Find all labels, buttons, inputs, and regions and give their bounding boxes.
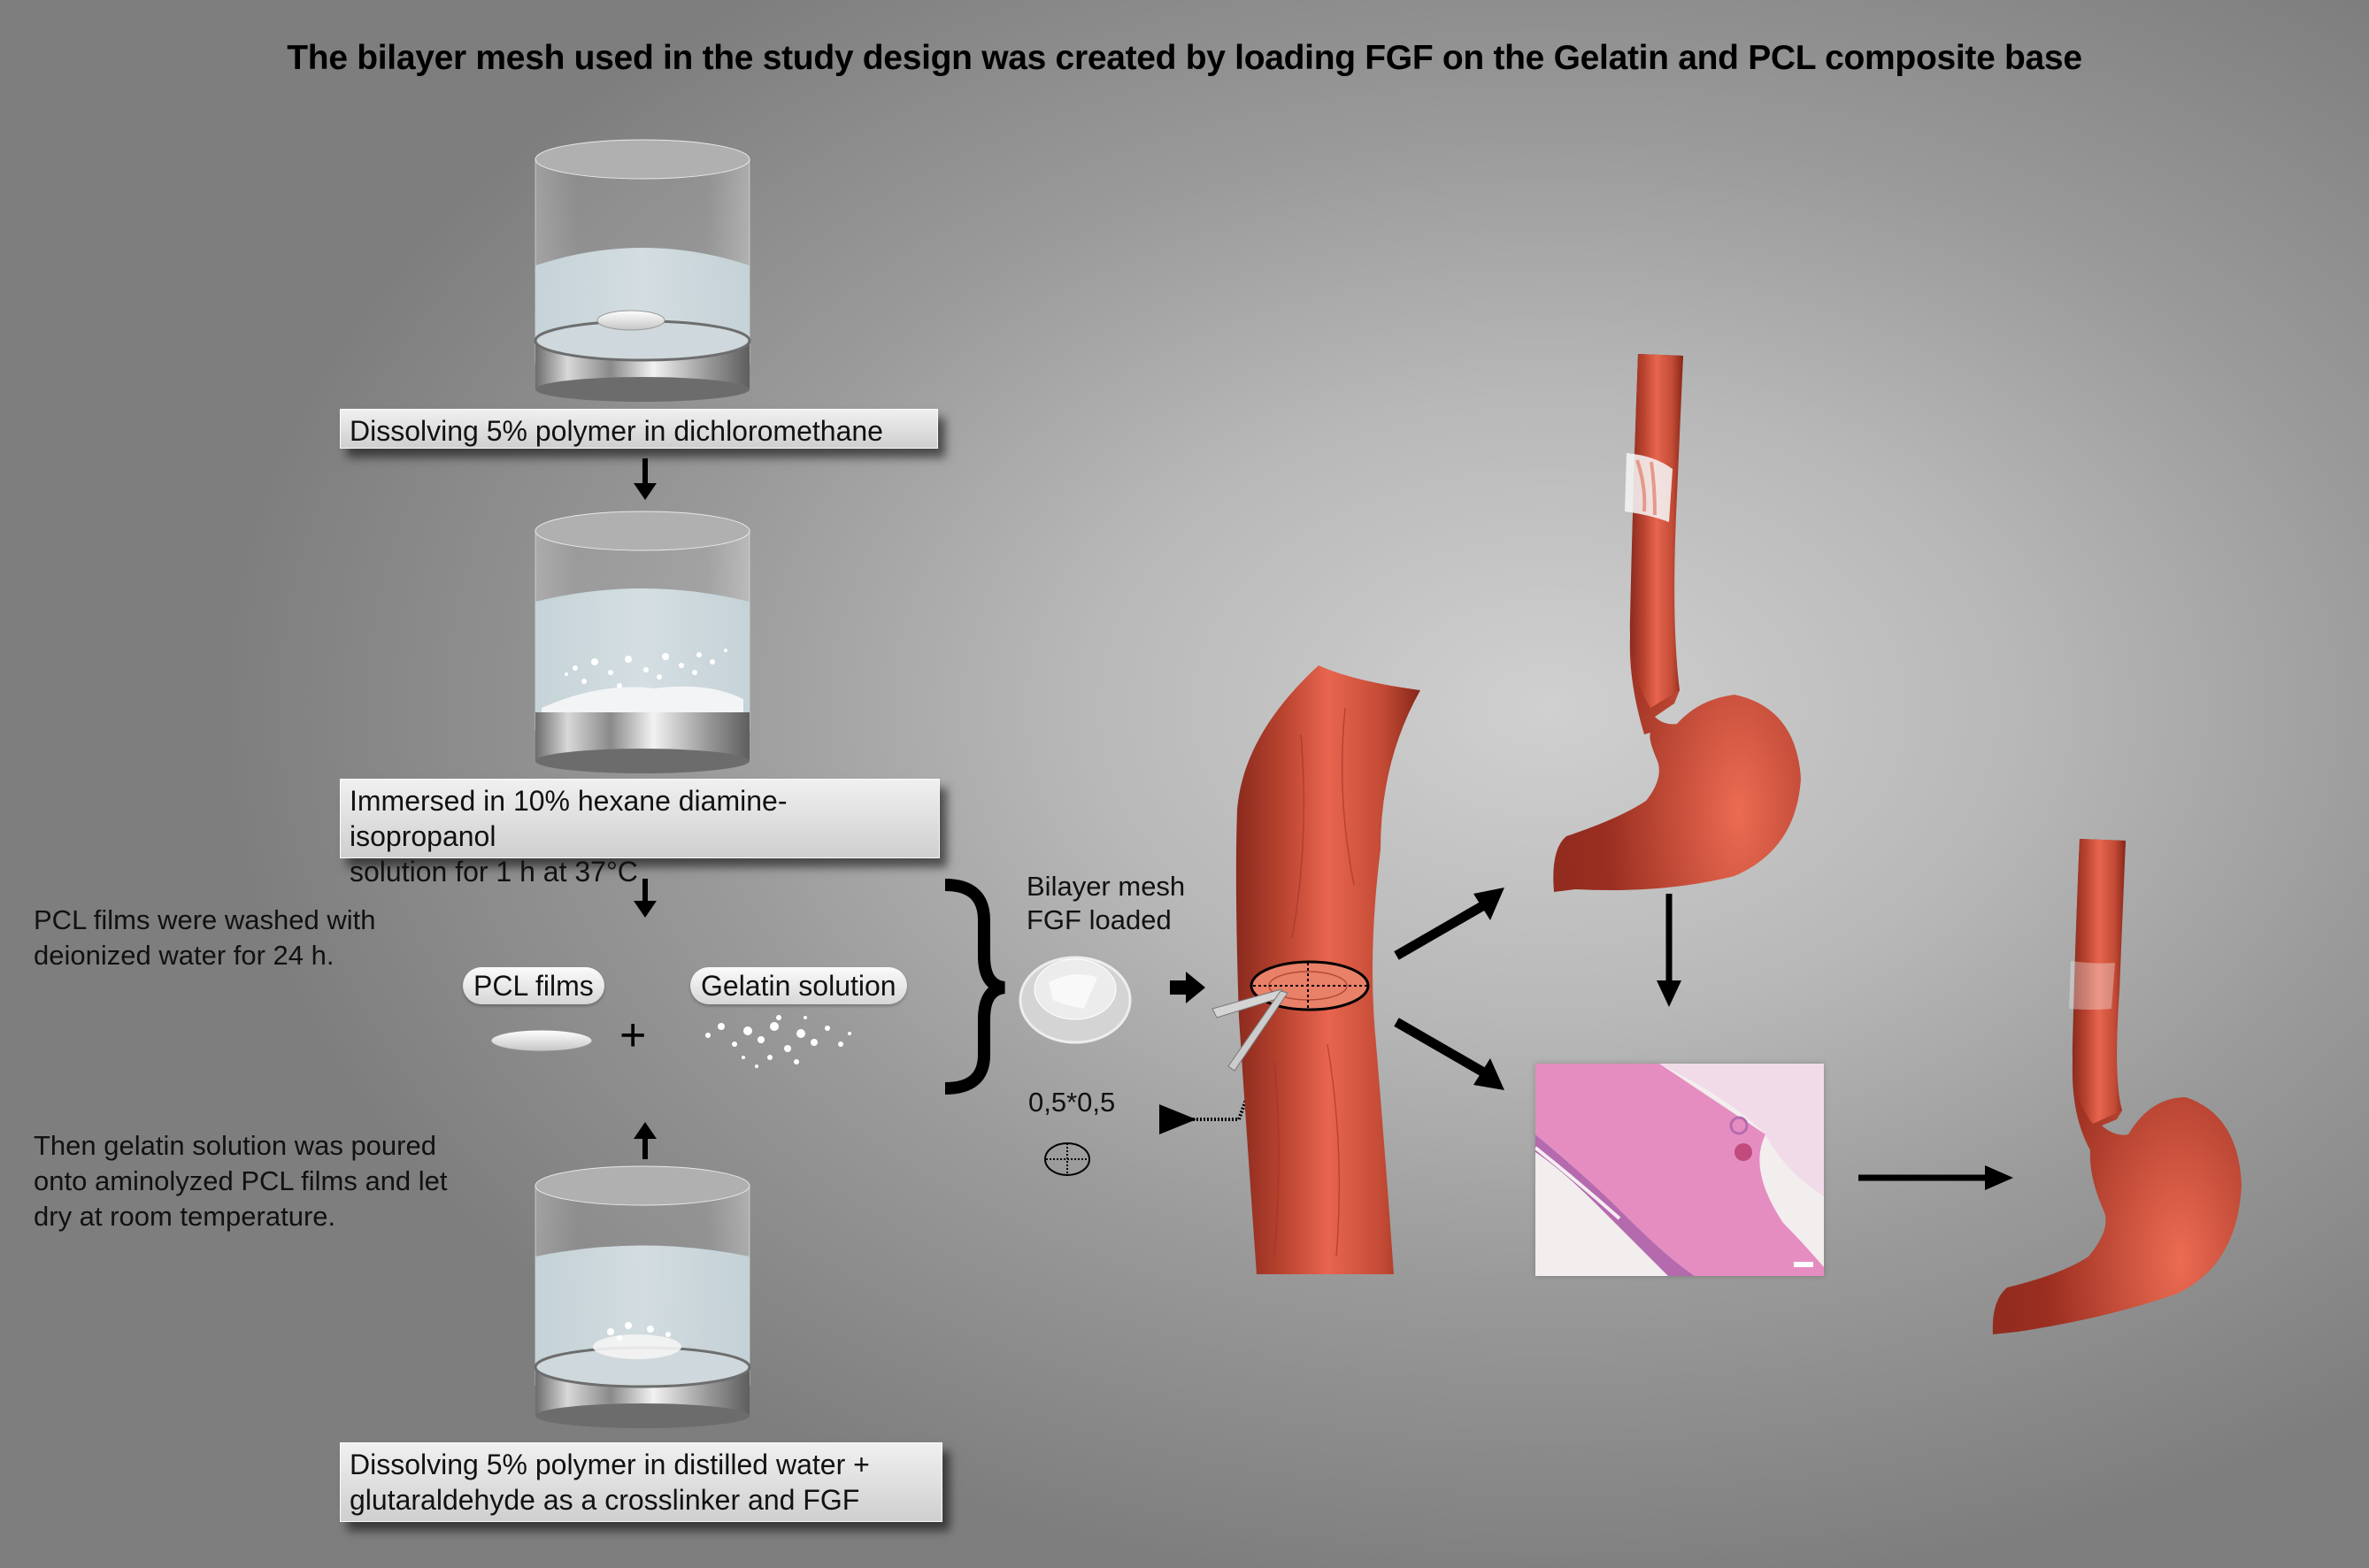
- wash-note-line1: PCL films were washed with: [34, 904, 376, 935]
- arrow-to-esophagus-top: [1394, 898, 1491, 960]
- wash-note-line2: deionized water for 24 h.: [34, 940, 335, 971]
- pour-note: Then gelatin solution was poured onto am…: [34, 1128, 448, 1234]
- arrow-to-histology-head: [1473, 1058, 1504, 1090]
- pour-note-line1: Then gelatin solution was poured: [34, 1130, 436, 1161]
- step-2-text-line1: Immersed in 10% hexane diamine-isopropan…: [350, 785, 788, 852]
- dotted-leader-line: [1193, 1030, 1273, 1121]
- scale-bar: [1794, 1262, 1813, 1267]
- arrow-down-1-head: [634, 483, 657, 500]
- histology-image: [1535, 1064, 1824, 1276]
- arrow-to-histology: [1394, 1018, 1491, 1080]
- step-3-text-line2: glutaraldehyde as a crosslinker and FGF: [350, 1484, 860, 1516]
- bilayer-mesh-line1: Bilayer mesh: [1027, 871, 1186, 902]
- mesh-size-label: 0,5*0,5: [1028, 1087, 1116, 1118]
- bilayer-mesh-line2: FGF loaded: [1027, 904, 1172, 935]
- arrow-left-size: [1159, 1104, 1196, 1134]
- bilayer-mesh-dish: [1019, 956, 1132, 1044]
- beaker-2: [535, 511, 750, 773]
- measurement-ellipse-icon: [1044, 1142, 1090, 1176]
- curly-brace: [944, 879, 1006, 1095]
- gelatin-solution-label: Gelatin solution: [690, 967, 907, 1004]
- esophagus-stomach-with-mesh: [1553, 354, 1801, 892]
- arrow-up-head: [634, 1122, 657, 1139]
- bilayer-mesh-label: Bilayer mesh FGF loaded: [1027, 870, 1185, 937]
- arrow-right-to-vessel: [1170, 972, 1205, 1003]
- arrow-to-esophagus-top-head: [1473, 888, 1504, 920]
- beaker-1: [534, 139, 751, 402]
- pour-note-line2: onto aminolyzed PCL films and let: [34, 1165, 448, 1196]
- arrow-down-to-histology-head: [1657, 980, 1681, 1007]
- step-3-label: Dissolving 5% polymer in distilled water…: [340, 1442, 942, 1522]
- step-2-text-line2: solution for 1 h at 37°C: [350, 856, 638, 888]
- step-3-text-line1: Dissolving 5% polymer in distilled water…: [350, 1449, 870, 1480]
- diagram-title: The bilayer mesh used in the study desig…: [287, 39, 2082, 77]
- step-1-label: Dissolving 5% polymer in dichloromethane: [340, 409, 938, 449]
- esophagus-stomach-healed: [1992, 839, 2242, 1334]
- esophagus-segment-with-defect: [1211, 665, 1420, 1274]
- beaker-3: [534, 1165, 751, 1428]
- step-1-text: Dissolving 5% polymer in dichloromethane: [350, 415, 883, 447]
- wash-note: PCL films were washed with deionized wat…: [34, 903, 376, 973]
- arrow-down-2-head: [634, 901, 657, 918]
- pour-note-line3: dry at room temperature.: [34, 1201, 336, 1232]
- pcl-films-label: PCL films: [463, 967, 604, 1004]
- gelatin-particles: [705, 1015, 851, 1068]
- powder-particles-2: [565, 649, 727, 688]
- pcl-film-disk: [490, 1029, 593, 1052]
- plus-sign: +: [619, 1010, 647, 1061]
- step-2-label: Immersed in 10% hexane diamine-isopropan…: [340, 779, 940, 888]
- arrow-to-final-head: [1985, 1165, 2013, 1190]
